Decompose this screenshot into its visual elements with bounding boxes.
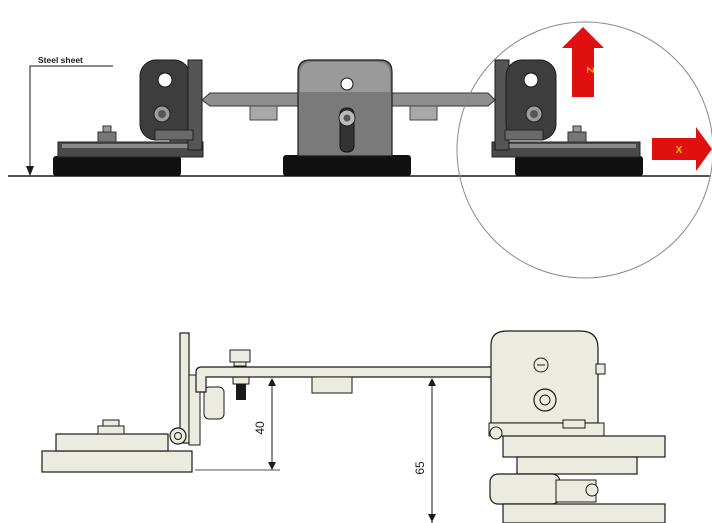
strip-standoff-left <box>249 105 278 121</box>
horizontal-strip <box>195 366 493 393</box>
center-rubber-foot <box>283 155 411 176</box>
steel-sheet-label: Steel sheet <box>38 55 83 65</box>
dimension-65: 65 <box>413 378 436 523</box>
right-base-plate <box>491 125 641 158</box>
center-clamp <box>297 59 393 157</box>
dimension-65-label: 65 <box>413 461 427 475</box>
left-hinge-pin <box>169 427 187 445</box>
strip-block <box>311 376 353 394</box>
x-axis-arrow-icon: X <box>652 127 712 171</box>
detail-circle <box>456 21 712 279</box>
left-vertical-plate <box>179 332 190 444</box>
bottom-view: 40 65 <box>41 330 666 523</box>
right-housing <box>488 330 606 440</box>
clamp-nut-block <box>203 386 225 420</box>
strip-standoff-right <box>409 105 438 121</box>
right-base <box>489 435 666 523</box>
left-bracket <box>139 59 203 151</box>
dimension-40: 40 <box>195 378 280 471</box>
x-axis-label: X <box>676 145 683 156</box>
dimension-40-label: 40 <box>253 421 267 435</box>
z-axis-label: Z <box>584 67 595 73</box>
left-base <box>41 419 193 473</box>
steel-sheet-pointer-icon <box>26 65 113 176</box>
right-bracket <box>494 59 557 151</box>
top-view: Steel sheet <box>8 21 712 279</box>
right-rubber-foot <box>515 156 643 176</box>
z-axis-arrow-icon: Z <box>562 27 604 97</box>
left-rubber-foot <box>53 156 181 176</box>
adjustment-screw <box>229 349 251 400</box>
